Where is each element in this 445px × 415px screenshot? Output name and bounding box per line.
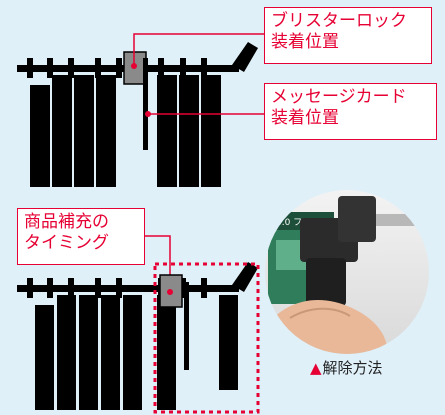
top-rack-products xyxy=(30,75,221,187)
blister-lock-callout-line1: ブリスターロック xyxy=(271,11,407,31)
refill-timing-callout: 商品補充の タイミング xyxy=(17,208,145,265)
bottom-message-card xyxy=(184,282,189,370)
leader-refill-timing xyxy=(145,235,171,286)
refill-timing-callout-line2: タイミング xyxy=(24,233,109,253)
caption-text: 解除方法 xyxy=(322,359,383,377)
release-method-photo: 3.0 フラッシュメ xyxy=(265,190,429,354)
refill-zone-dotted-frame xyxy=(153,262,260,414)
bottom-rack-bar xyxy=(17,285,239,292)
top-rack-hooks xyxy=(27,58,207,78)
bottom-rack xyxy=(17,262,260,414)
message-card-callout-line1: メッセージカード xyxy=(271,87,407,107)
bottom-rack-end-hook xyxy=(232,262,258,292)
blister-lock-callout-line2: 装着位置 xyxy=(271,32,339,52)
caption-triangle-icon: ▲ xyxy=(310,359,322,377)
refill-timing-callout-line1: 商品補充の xyxy=(24,212,109,232)
top-message-card xyxy=(143,58,148,150)
top-rack-end-hook xyxy=(232,42,258,72)
release-method-caption: ▲解除方法 xyxy=(310,357,383,378)
bottom-rack-products xyxy=(35,295,238,410)
leader-lines xyxy=(133,33,264,286)
message-card-callout-line2: 装着位置 xyxy=(271,108,339,128)
top-rack xyxy=(17,42,258,187)
blister-lock-callout: ブリスターロック 装着位置 xyxy=(264,7,432,64)
leader-blister-lock xyxy=(133,33,264,66)
message-card-callout: メッセージカード 装着位置 xyxy=(264,83,437,140)
bottom-lock-marker-dot xyxy=(167,289,173,295)
